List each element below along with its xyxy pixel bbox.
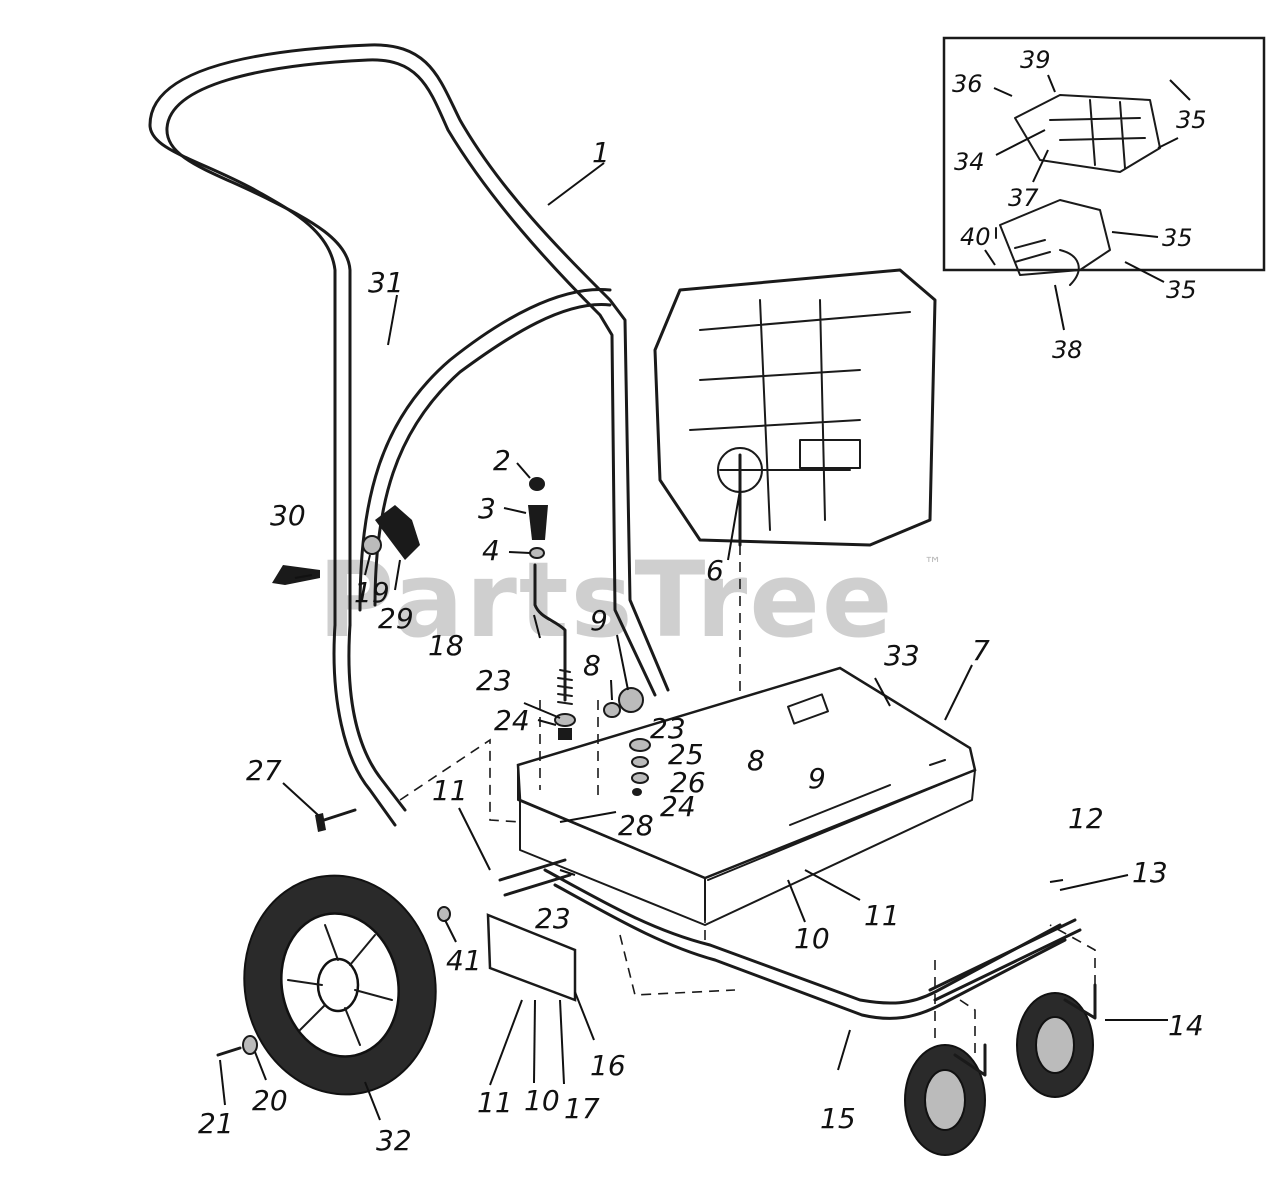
callout-8a: 8 xyxy=(583,649,601,682)
callout-17: 17 xyxy=(564,1092,600,1125)
lower-frame xyxy=(543,868,1062,1005)
callout-23c: 23 xyxy=(535,902,571,935)
callout-27: 27 xyxy=(246,754,282,787)
callout-9a: 9 xyxy=(590,604,608,637)
callout-25: 25 xyxy=(668,738,704,771)
callout-7: 7 xyxy=(972,634,990,667)
callout-31: 31 xyxy=(368,266,404,299)
inset-callout-34: 34 xyxy=(954,148,985,176)
callout-8b: 8 xyxy=(747,744,765,777)
callout-18: 18 xyxy=(428,629,464,662)
callout-28: 28 xyxy=(618,809,654,842)
callout-11b: 11 xyxy=(864,899,900,932)
callout-33: 33 xyxy=(884,639,920,672)
frame-brace xyxy=(358,288,612,612)
callout-13: 13 xyxy=(1132,856,1168,889)
callout-4: 4 xyxy=(482,534,500,567)
caster-front xyxy=(904,1043,987,1156)
knob xyxy=(528,505,548,540)
callout-41: 41 xyxy=(446,944,482,977)
inset-callout-37: 37 xyxy=(1008,184,1039,212)
callout-16: 16 xyxy=(590,1049,626,1082)
callout-24a: 24 xyxy=(494,704,530,737)
callout-1: 1 xyxy=(592,136,610,169)
callout-9b: 9 xyxy=(808,762,826,795)
inset-panel xyxy=(942,36,1266,286)
callout-23b: 23 xyxy=(650,712,686,745)
callout-2: 2 xyxy=(493,444,511,477)
caster-rear xyxy=(1016,983,1097,1098)
callout-3: 3 xyxy=(478,492,496,525)
inset-leaders xyxy=(984,74,1191,331)
handle xyxy=(148,43,670,692)
callout-19: 19 xyxy=(354,576,390,609)
callout-6: 6 xyxy=(706,554,724,587)
inset-callout-35c: 35 xyxy=(1166,276,1197,304)
trademark-symbol: ™ xyxy=(924,554,942,575)
callout-30: 30 xyxy=(270,499,306,532)
callout-21: 21 xyxy=(198,1107,234,1140)
callout-12: 12 xyxy=(1068,802,1104,835)
parts-tree-watermark: PartsTree xyxy=(318,539,894,661)
callout-20: 20 xyxy=(252,1084,288,1117)
lever-29 xyxy=(375,505,420,560)
screw-30 xyxy=(272,565,320,585)
inset-callout-39: 39 xyxy=(1020,46,1051,74)
inset-callout-35a: 35 xyxy=(1176,106,1207,134)
callout-24b: 24 xyxy=(660,790,696,823)
leader-lines xyxy=(219,162,1168,1121)
axle-bracket xyxy=(486,913,577,1002)
callout-10a: 10 xyxy=(794,922,830,955)
inset-callout-40: 40 xyxy=(960,223,991,251)
inset-callout-38: 38 xyxy=(1052,336,1083,364)
inset-callout-36: 36 xyxy=(952,70,983,98)
callout-32: 32 xyxy=(376,1124,412,1157)
base-plate xyxy=(516,666,977,926)
rear-wheel xyxy=(243,874,437,1096)
engine xyxy=(653,268,937,547)
callout-29: 29 xyxy=(378,602,414,635)
callout-11c: 11 xyxy=(477,1086,513,1119)
inset-callout-35b: 35 xyxy=(1162,224,1193,252)
callout-15: 15 xyxy=(820,1102,856,1135)
callout-14: 14 xyxy=(1168,1009,1204,1042)
callout-11a: 11 xyxy=(432,774,468,807)
callout-26: 26 xyxy=(670,766,706,799)
callout-10b: 10 xyxy=(524,1084,560,1117)
callout-23a: 23 xyxy=(476,664,512,697)
